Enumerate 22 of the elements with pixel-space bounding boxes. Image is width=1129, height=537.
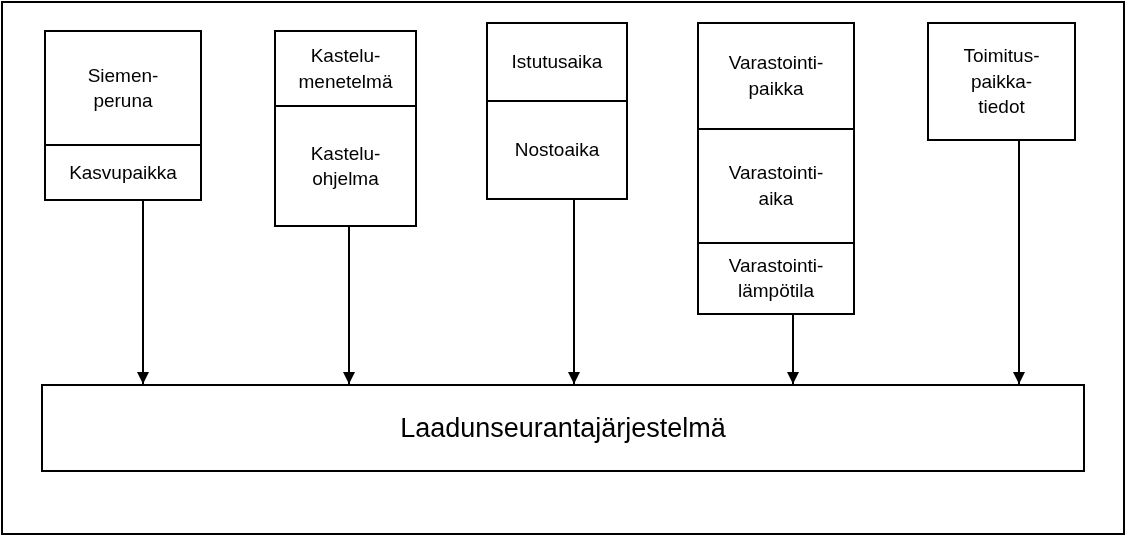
box-label: Varastointi- lämpötila xyxy=(727,253,825,304)
box-label: Nostoaika xyxy=(513,138,601,163)
box-label: Toimitus- paikka- tiedot xyxy=(962,44,1041,120)
box-label: Varastointi- paikka xyxy=(727,51,825,101)
input-box xyxy=(927,22,1076,141)
arrow xyxy=(343,226,355,385)
box-label: Varastointi- aika xyxy=(727,161,825,211)
box-label: Siemen- peruna xyxy=(86,63,160,114)
input-box xyxy=(697,22,855,315)
system-label: Laadunseurantajärjestelmä xyxy=(400,411,726,445)
system-box xyxy=(41,384,1085,472)
box-label: Kastelu- ohjelma xyxy=(309,141,382,192)
box-label: Kasvupaikka xyxy=(68,160,178,185)
input-box xyxy=(274,30,417,227)
arrow xyxy=(137,200,149,385)
input-box xyxy=(44,30,202,201)
box-label: Istutusaika xyxy=(510,50,604,75)
box-label: Kastelu- menetelmä xyxy=(297,44,394,94)
arrow xyxy=(1013,140,1025,385)
input-box xyxy=(486,22,628,200)
arrow xyxy=(568,199,580,385)
arrow xyxy=(787,314,799,385)
